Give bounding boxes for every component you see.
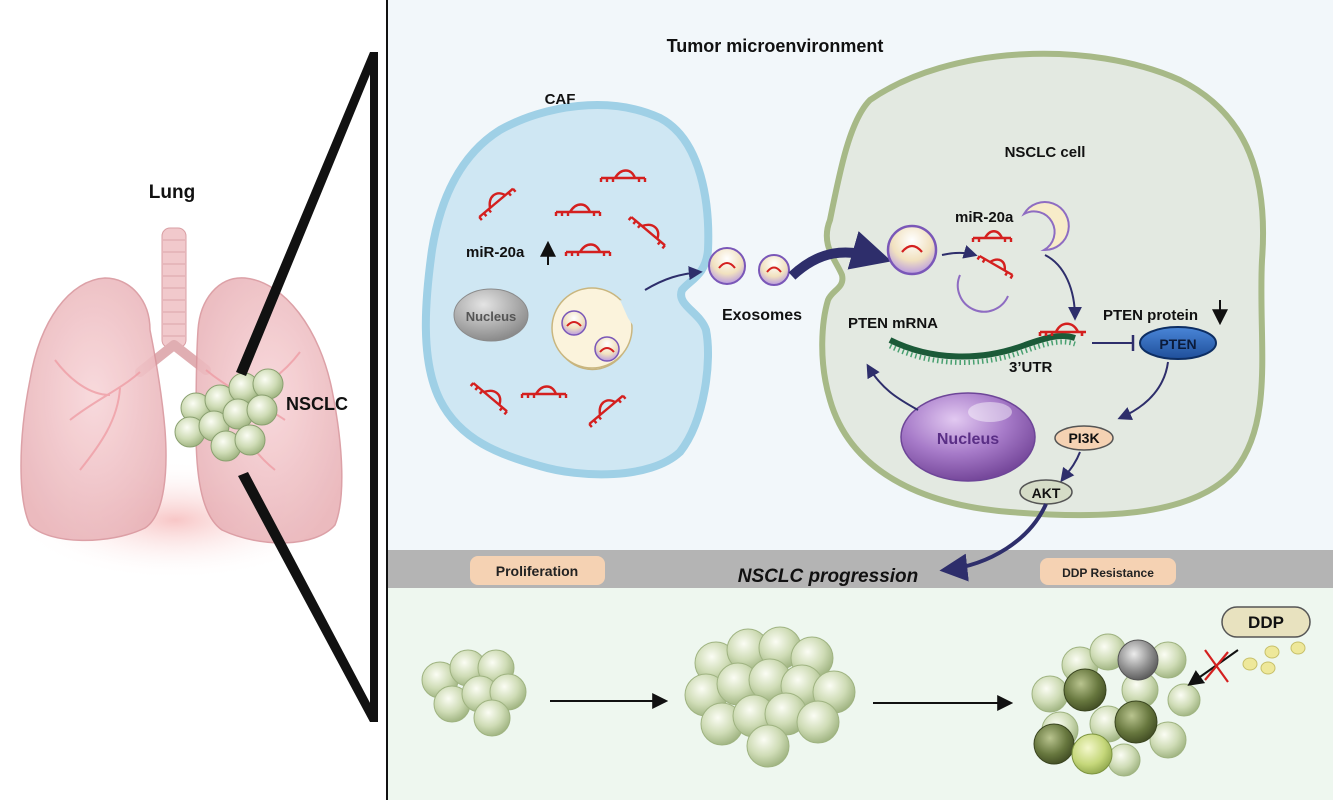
- mirna-binding-arrow: [1044, 254, 1082, 321]
- multivesicular-body: [551, 287, 639, 371]
- caf-label: CAF: [545, 91, 576, 108]
- ddp-resistance-pill: [1040, 558, 1176, 585]
- lung-tumor-cluster: [174, 368, 284, 462]
- exosome-shell-upper: [1021, 201, 1070, 252]
- ddp-molecule: [1242, 657, 1258, 671]
- nucleus-to-mrna-arrow: [866, 363, 919, 411]
- released-exosomes: Exosomes: [644, 247, 802, 324]
- caf-nucleus-label: Nucleus: [466, 309, 517, 324]
- zoom-line-upper: [236, 52, 378, 376]
- pten-to-pi3k-arrow: [1117, 361, 1169, 420]
- nsclc-cell-label: NSCLC cell: [1005, 144, 1086, 161]
- caf-mirna-hairpins: [469, 169, 666, 428]
- caf-mirna-label: miR-20a: [466, 244, 525, 261]
- nsclc-nucleus-label: Nucleus: [937, 431, 999, 448]
- pten-mrna-strand: [888, 333, 1076, 360]
- proliferation-label: Proliferation: [496, 563, 578, 579]
- ddp-label: DDP: [1248, 613, 1284, 632]
- lung-label: Lung: [149, 182, 195, 203]
- right-lung-lobe: [20, 277, 167, 542]
- zoom-line-lower: [238, 472, 378, 722]
- caf-cell: CAF Nucleus miR-20a: [421, 91, 713, 479]
- nsclc-cell: NSCLC cell miR-20a PTEN mRNA 3’UTR PTEN …: [788, 50, 1267, 519]
- pi3k-node: [1054, 425, 1114, 451]
- pten-protein: [1139, 326, 1217, 360]
- ddp-drug-group: DDP: [1187, 606, 1311, 686]
- ddp-molecule: [1290, 641, 1306, 655]
- large-tumor-cluster: [684, 626, 856, 768]
- ddp-molecule: [1260, 661, 1276, 675]
- nsclc-nucleus: [900, 392, 1036, 482]
- mirna-release-arrow: [941, 245, 978, 259]
- trachea: [135, 227, 211, 377]
- bound-mirna: [1038, 322, 1086, 336]
- released-mirna: [971, 230, 1014, 280]
- nsclc-progression-label: NSCLC progression: [738, 566, 919, 587]
- exosome-uptake-arrow: [788, 231, 892, 280]
- exosome-shell-lower: [956, 274, 1009, 313]
- ddp-action-arrow: [1187, 649, 1239, 686]
- akt-to-progression-arrow: [939, 503, 1048, 582]
- proliferation-pill: [470, 556, 605, 585]
- akt-label: AKT: [1032, 485, 1061, 501]
- pi3k-to-akt-arrow: [1060, 451, 1081, 483]
- exosomes-label: Exosomes: [722, 307, 802, 324]
- ddp-resistance-label: DDP Resistance: [1062, 566, 1154, 580]
- pten-mrna-label: PTEN mRNA: [848, 315, 938, 332]
- nsclc-tumor-label: NSCLC: [286, 394, 348, 414]
- ddp-label-pill: [1221, 606, 1311, 638]
- utr-label: 3’UTR: [1009, 359, 1053, 376]
- pten-label: PTEN: [1159, 336, 1196, 352]
- caf-nucleus: [453, 288, 529, 342]
- tumor-microenvironment-title: Tumor microenvironment: [667, 36, 884, 56]
- lung-panel: Lung NSCLC: [15, 52, 378, 722]
- internalized-exosome: [886, 224, 938, 276]
- ddp-molecule: [1264, 645, 1280, 659]
- pten-protein-label: PTEN protein: [1103, 307, 1198, 324]
- pi3k-label: PI3K: [1068, 430, 1099, 446]
- resistant-tumor-cluster: [1031, 633, 1201, 777]
- small-tumor-cluster: [421, 649, 527, 737]
- nsclc-mirna-label: miR-20a: [955, 209, 1014, 226]
